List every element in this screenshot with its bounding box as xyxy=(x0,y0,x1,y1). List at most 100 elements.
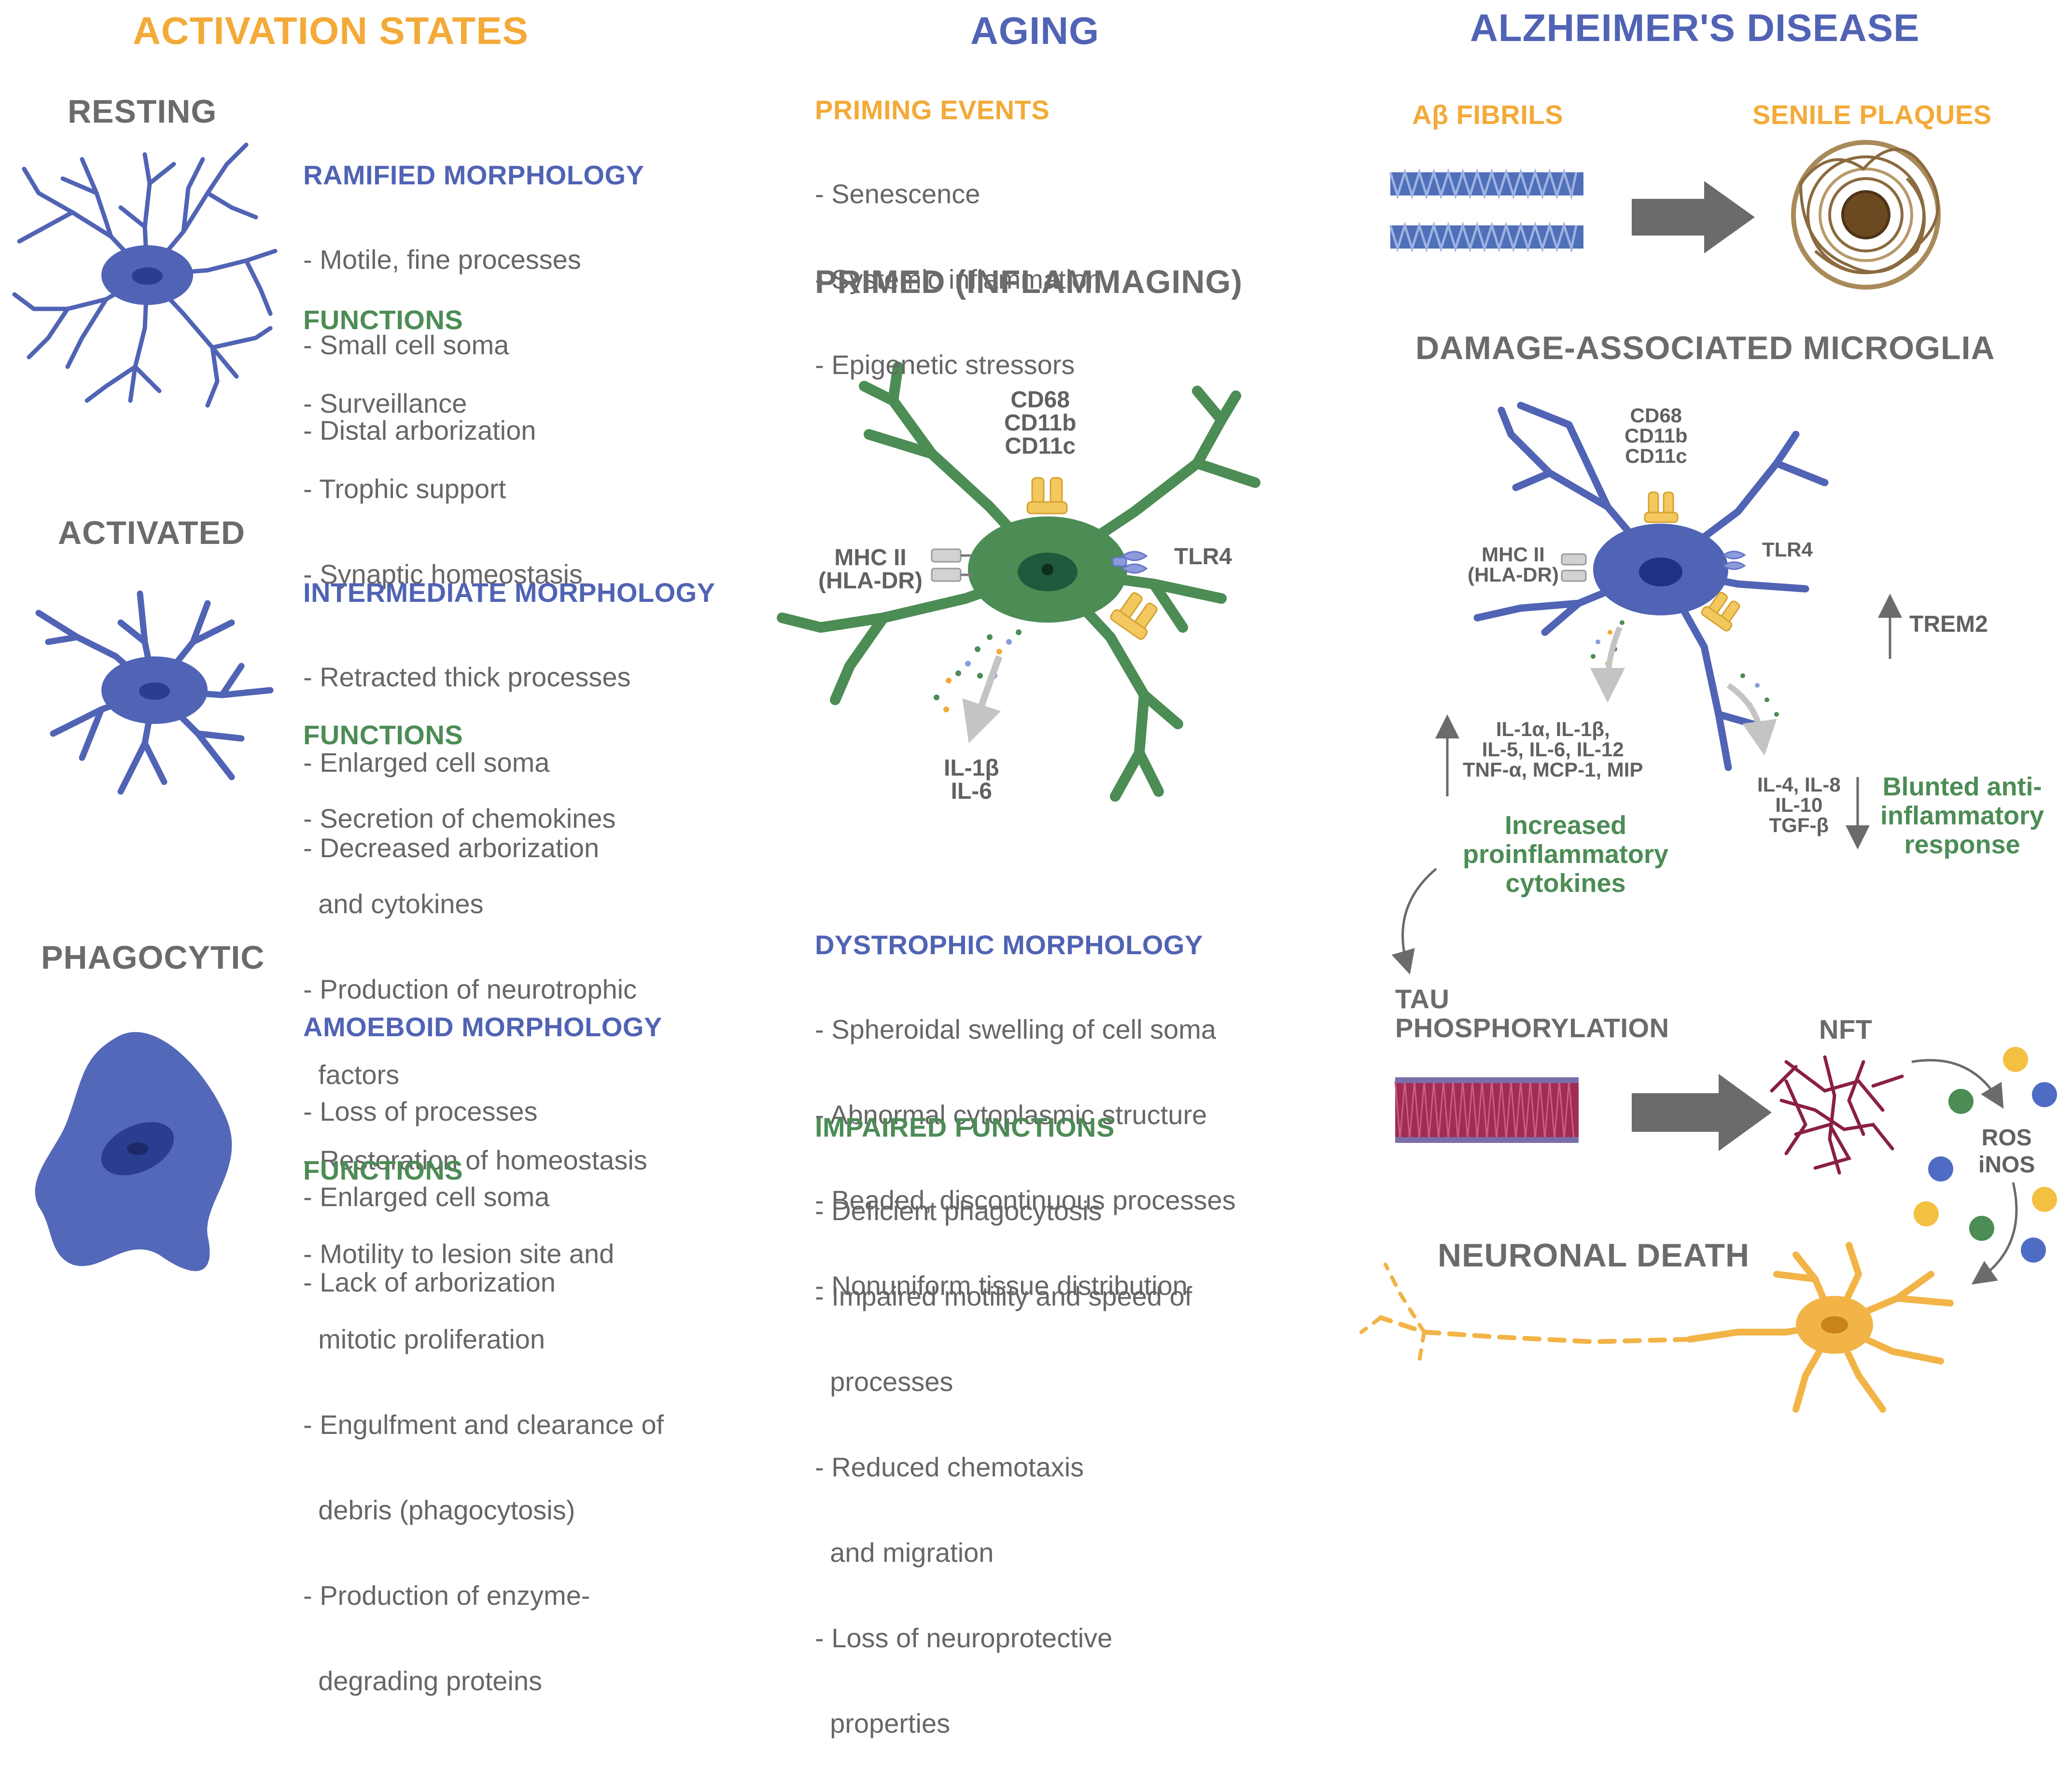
resting-morph-item-3: - Distal arborization xyxy=(303,415,536,445)
dam-mhc-label: MHC II (HLA-DR) xyxy=(1468,543,1559,586)
impaired-item-5: and migration xyxy=(815,1537,994,1568)
activated-microglia-icon xyxy=(35,590,274,795)
dam-tlr4-label: TLR4 xyxy=(1762,538,1813,561)
increased-proinflammatory-label: Increased proinflammatory cytokines xyxy=(1463,811,1669,898)
primed-heading: PRIMED (INFLAMMAGING) xyxy=(815,264,1243,300)
resting-morph-item-1: - Motile, fine processes xyxy=(303,244,581,275)
trem2-label: TREM2 xyxy=(1909,612,1988,637)
phagocytic-functions-list: - Motility to lesion site and mitotic pr… xyxy=(303,1182,664,1724)
priming-events-list: - Senescence - Systemic inflammation - E… xyxy=(815,123,1102,407)
phagocytic-heading: PHAGOCYTIC xyxy=(41,939,265,976)
nft-tangle-icon xyxy=(1770,1055,1904,1175)
impaired-item-6: - Loss of neuroprotective xyxy=(815,1623,1113,1653)
aging-title: AGING xyxy=(970,9,1100,52)
phagocytic-func-item-5: - Production of enzyme- xyxy=(303,1580,590,1611)
activated-func-item-4: factors xyxy=(303,1059,400,1090)
activated-functions-title: FUNCTIONS xyxy=(303,720,463,750)
alzheimers-title: ALZHEIMER'S DISEASE xyxy=(1470,6,1920,49)
activated-heading: ACTIVATED xyxy=(58,515,246,551)
dystrophic-morphology-title: DYSTROPHIC MORPHOLOGY xyxy=(815,930,1203,960)
dam-tlr4-receptor-icon xyxy=(1722,551,1746,570)
activated-functions-list: - Secretion of chemokines and cytokines … xyxy=(303,747,647,1203)
cd11-receptor-icon xyxy=(1110,592,1158,640)
amyloid-fibril-icon xyxy=(1389,168,1583,253)
resting-func-item-2: - Trophic support xyxy=(303,473,506,504)
primed-tlr4-label: TLR4 xyxy=(1174,544,1232,570)
primed-microglia-icon xyxy=(777,362,1260,802)
dam-heading: DAMAGE-ASSOCIATED MICROGLIA xyxy=(1415,330,1995,366)
tau-fibril-icon xyxy=(1394,1077,1579,1143)
impaired-item-7: properties xyxy=(815,1708,951,1738)
nft-to-ros-arrow-icon xyxy=(1911,1059,2004,1109)
phagocytic-func-item-4: debris (phagocytosis) xyxy=(303,1495,575,1525)
anti-cytokines-label: IL-4, IL-8 IL-10 TGF-β xyxy=(1757,773,1841,836)
dam-microglia-icon xyxy=(1473,402,1829,771)
activated-func-item-5: - Restoration of homeostasis xyxy=(303,1145,647,1175)
nft-label: NFT xyxy=(1819,1014,1873,1044)
activation-states-title: ACTIVATION STATES xyxy=(133,9,529,52)
phagocytic-morphology-list: - Loss of processes - Enlarged cell soma… xyxy=(303,1040,556,1325)
phagocytic-func-item-2: mitotic proliferation xyxy=(303,1324,546,1354)
dam-mhc-receptor-icon xyxy=(1561,553,1587,582)
intermediate-morphology-title: INTERMEDIATE MORPHOLOGY xyxy=(303,577,715,608)
senile-plaque-icon xyxy=(1791,140,1941,290)
resting-functions-title: FUNCTIONS xyxy=(303,305,463,335)
blunted-antiinflammatory-label: Blunted anti- inflammatory response xyxy=(1880,772,2044,859)
cytokine-release-icon xyxy=(934,629,1022,743)
activated-morph-item-3: - Decreased arborization xyxy=(303,833,600,863)
activated-func-item-3: - Production of neurotrophic xyxy=(303,974,637,1004)
cd68-receptor-icon xyxy=(1026,477,1068,515)
resting-heading: RESTING xyxy=(68,93,217,130)
resting-func-item-3: - Synaptic homeostasis xyxy=(303,559,583,589)
priming-item-1: - Senescence xyxy=(815,179,980,209)
phagocytic-microglia-icon xyxy=(35,1032,232,1271)
dam-markers-label: CD68 CD11b CD11c xyxy=(1624,404,1688,467)
arrow-tau-to-nft-icon xyxy=(1632,1074,1772,1151)
impaired-item-2: - Impaired motility and speed of xyxy=(815,1281,1192,1311)
primed-markers-label: CD68 CD11b CD11c xyxy=(1004,387,1077,459)
impaired-item-3: processes xyxy=(815,1366,953,1397)
neuronal-death-label: NEURONAL DEATH xyxy=(1438,1237,1750,1274)
mhc-receptor-icon xyxy=(931,548,973,582)
resting-microglia-icon xyxy=(12,142,278,408)
priming-item-2: - Systemic inflammation xyxy=(815,264,1102,294)
primed-mhc-label: MHC II (HLA-DR) xyxy=(818,545,923,594)
fibrils-label: Aβ FIBRILS xyxy=(1412,99,1563,130)
phagocytic-morph-item-2: - Enlarged cell soma xyxy=(303,1182,550,1212)
phagocytic-func-item-6: degrading proteins xyxy=(303,1666,543,1696)
phagocytic-func-item-1: - Motility to lesion site and xyxy=(303,1238,615,1269)
activated-morph-item-2: - Enlarged cell soma xyxy=(303,747,550,778)
ramified-morphology-title: RAMIFIED MORPHOLOGY xyxy=(303,160,644,190)
tau-phosphorylation-label: TAU PHOSPHORYLATION xyxy=(1395,984,1669,1043)
activated-func-item-1: - Secretion of chemokines xyxy=(303,803,616,834)
dam-cd68-receptor-icon xyxy=(1644,491,1679,523)
ros-particles-icon xyxy=(1914,1047,2057,1263)
activated-morphology-list: - Retracted thick processes - Enlarged c… xyxy=(303,606,630,890)
dystrophic-item-3: - Beaded, discontinuous processes xyxy=(815,1185,1236,1215)
priming-events-title: PRIMING EVENTS xyxy=(815,95,1050,125)
impaired-item-4: - Reduced chemotaxis xyxy=(815,1452,1084,1482)
impaired-functions-title: IMPAIRED FUNCTIONS xyxy=(815,1112,1115,1142)
dam-cytokine-release-icon xyxy=(1590,620,1779,756)
phagocytic-morph-item-3: - Lack of arborization xyxy=(303,1267,556,1297)
dystrophic-item-1: - Spheroidal swelling of cell soma xyxy=(815,1014,1217,1044)
dam-cd11-receptor-icon xyxy=(1701,592,1740,632)
amoeboid-morphology-title: AMOEBOID MORPHOLOGY xyxy=(303,1012,662,1042)
primed-cytokines-label: IL-1β IL-6 xyxy=(944,755,999,804)
resting-morph-item-2: - Small cell soma xyxy=(303,330,509,360)
activated-morph-item-1: - Retracted thick processes xyxy=(303,662,631,692)
impaired-item-1: - Deficient phagocytosis xyxy=(815,1196,1102,1226)
ros-inos-label: ROS iNOS xyxy=(1978,1125,2035,1178)
tlr4-receptor-icon xyxy=(1112,551,1148,574)
pro-cytokines-label: IL-1α, IL-1β, IL-5, IL-6, IL-12 TNF-α, M… xyxy=(1463,718,1643,781)
phagocytic-functions-title: FUNCTIONS xyxy=(303,1155,463,1185)
dystrophic-item-2: - Abnormal cytoplasmic structure xyxy=(815,1099,1207,1130)
priming-item-3: - Epigenetic stressors xyxy=(815,349,1075,380)
impaired-list: - Deficient phagocytosis - Impaired moti… xyxy=(815,1140,1192,1766)
arrow-fibril-to-plaque-icon xyxy=(1632,181,1755,253)
phagocytic-morph-item-1: - Loss of processes xyxy=(303,1096,538,1126)
plaques-label: SENILE PLAQUES xyxy=(1752,99,1992,130)
dying-neuron-icon xyxy=(1359,1242,1954,1413)
dystrophic-item-4: - Nonuniform tissue distribution xyxy=(815,1270,1188,1301)
ros-to-neuron-arrow-icon xyxy=(1971,1182,2018,1285)
